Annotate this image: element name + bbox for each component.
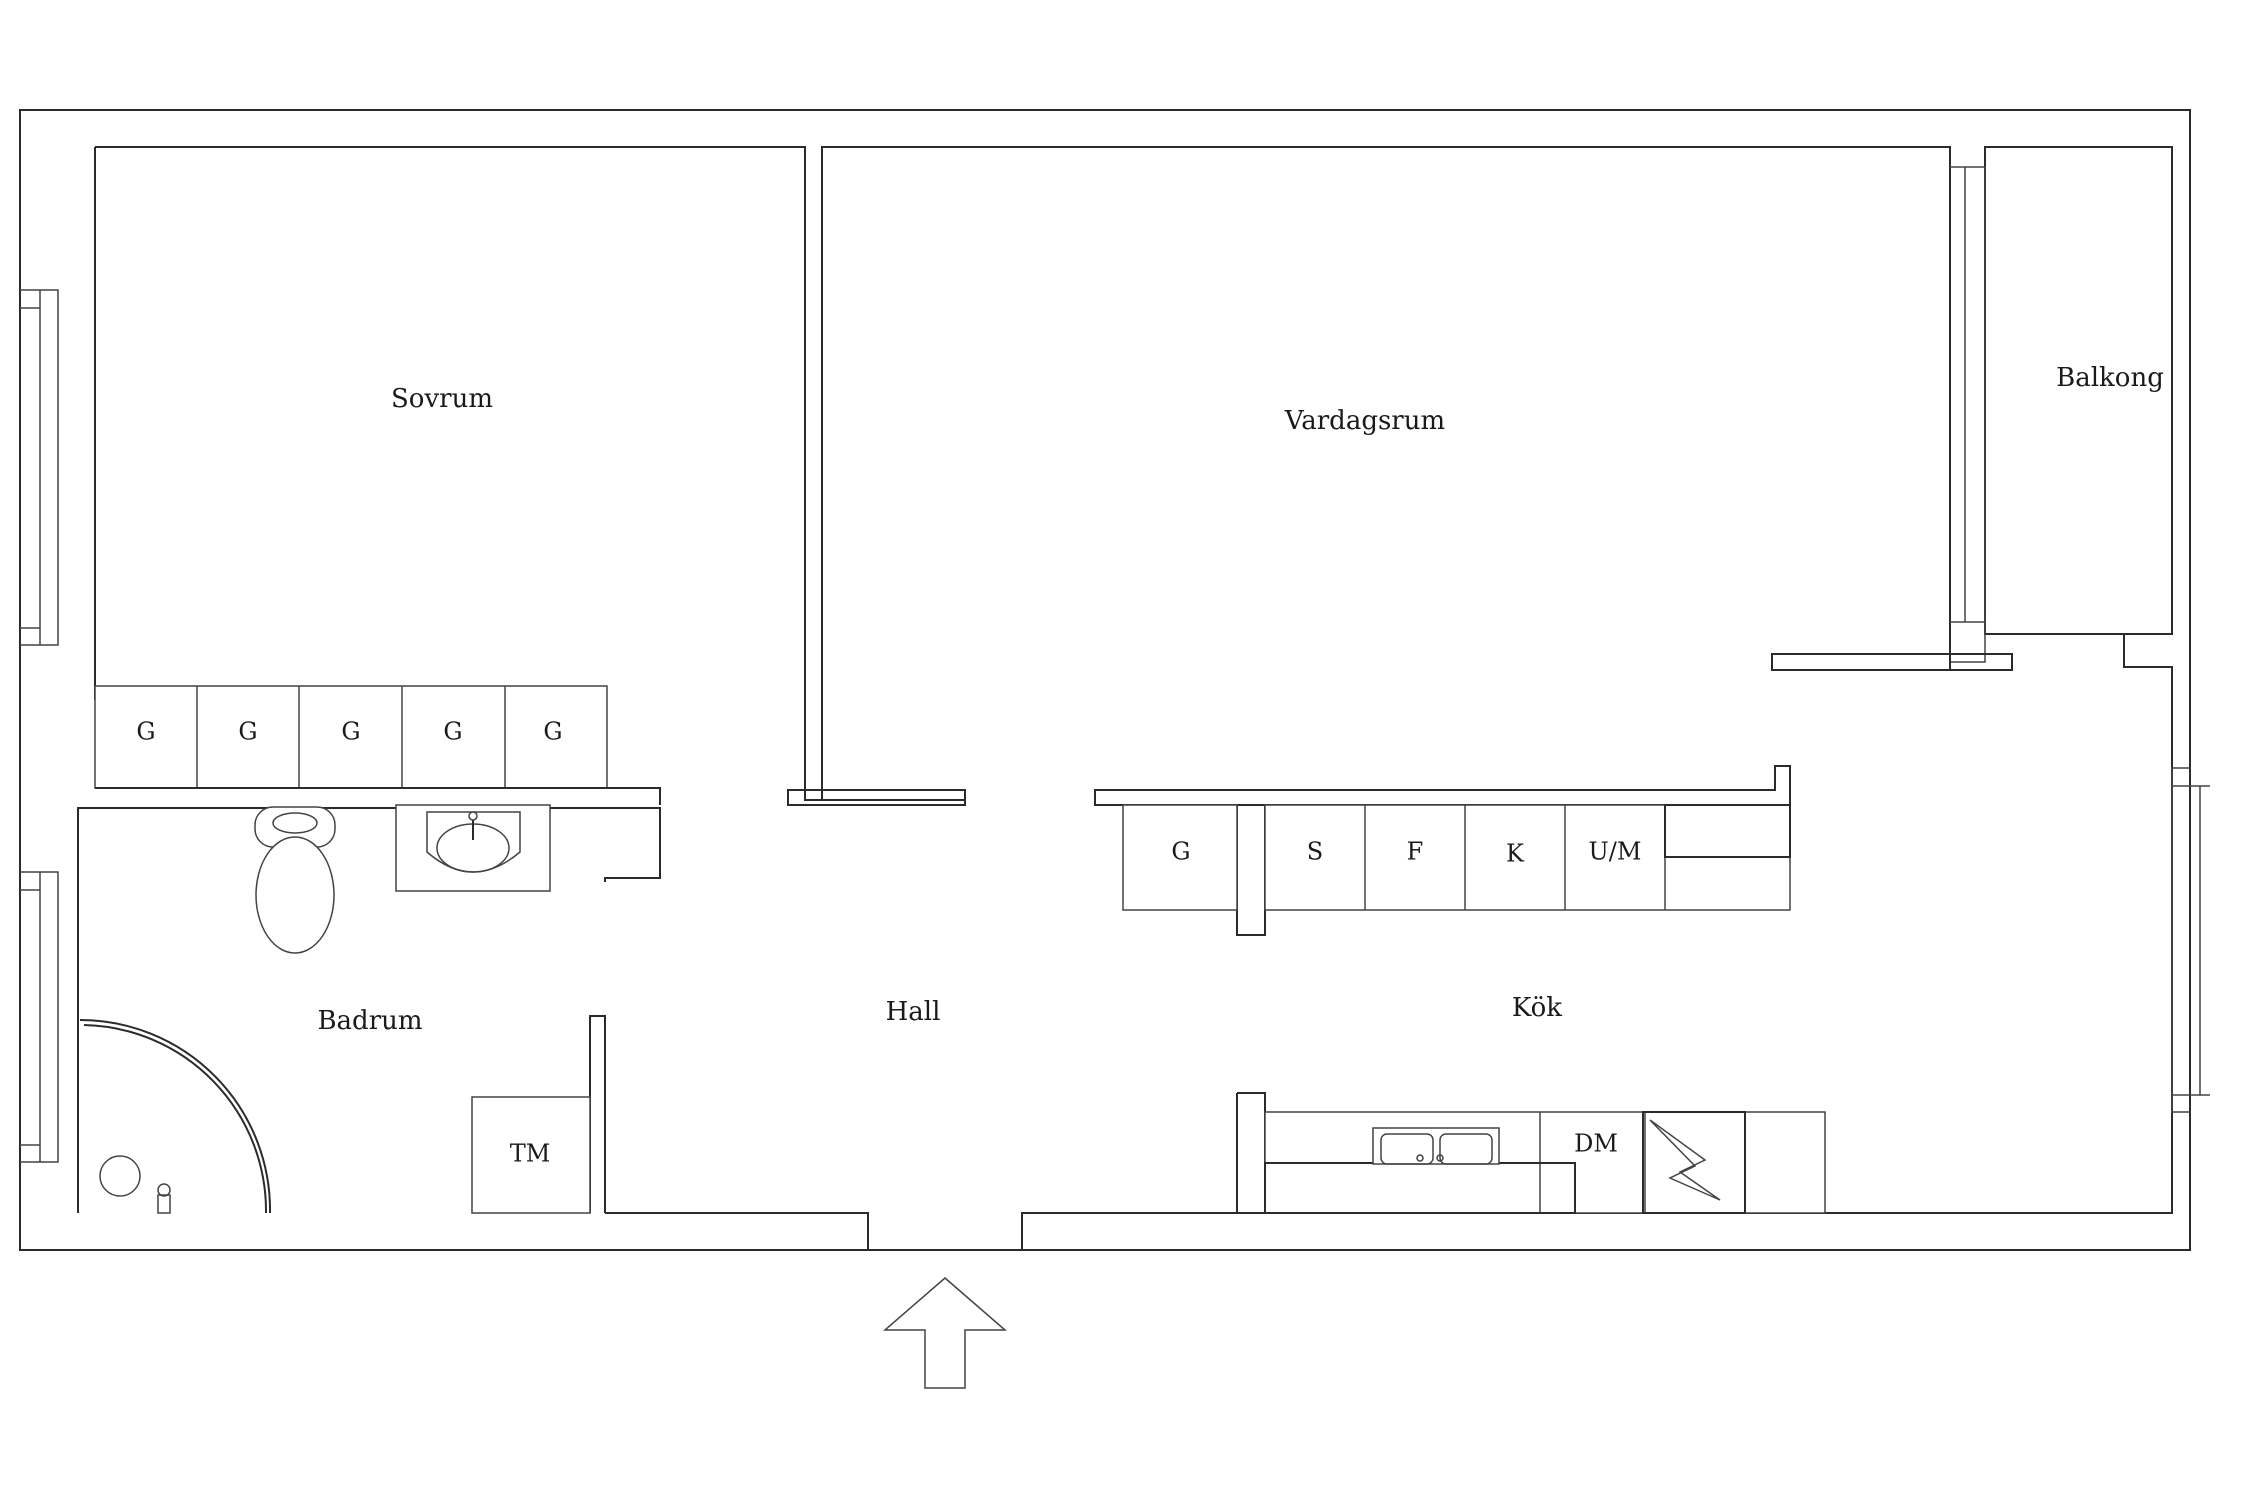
kitchen-unit-label: K	[1506, 840, 1525, 868]
room-label-sovrum: Sovrum	[391, 384, 493, 414]
kitchen-unit-label: S	[1307, 838, 1323, 866]
kitchen-unit-label: U/M	[1589, 838, 1642, 866]
shower-icon	[79, 1019, 272, 1214]
kitchen-sink-icon	[1372, 1127, 1500, 1165]
kitchen-window	[2171, 767, 2210, 1113]
closet-label: G	[136, 718, 155, 746]
washing-machine-label: TM	[510, 1140, 551, 1168]
hall-closet	[1122, 804, 1238, 911]
balcony	[1771, 146, 2173, 671]
room-label-badrum: Badrum	[317, 1006, 422, 1036]
room-label-balkong: Balkong	[2056, 363, 2164, 393]
toilet-icon	[254, 806, 336, 954]
room-label-vardagsrum: Vardagsrum	[1284, 406, 1445, 436]
entrance-arrow-icon	[882, 1277, 1008, 1389]
sink-icon	[395, 804, 551, 892]
dishwasher-label: DM	[1574, 1130, 1618, 1158]
bedroom-closets	[94, 685, 661, 805]
closet-label: G	[341, 718, 360, 746]
hall-closet-label: G	[1171, 838, 1190, 866]
kitchen-upper-units	[1264, 804, 1791, 911]
kitchen-unit-label: F	[1407, 838, 1424, 866]
bathroom-window	[20, 871, 59, 1163]
room-label-hall: Hall	[886, 997, 941, 1027]
closet-label: G	[543, 718, 562, 746]
closet-label: G	[238, 718, 257, 746]
kitchen-counter	[1264, 1111, 1826, 1214]
washing-machine	[471, 1096, 591, 1214]
stove-icon	[1642, 1111, 1746, 1214]
outer-walls	[19, 109, 2191, 1251]
bedroom-window	[20, 289, 59, 646]
closet-label: G	[443, 718, 462, 746]
room-label-kok: Kök	[1512, 993, 1562, 1023]
